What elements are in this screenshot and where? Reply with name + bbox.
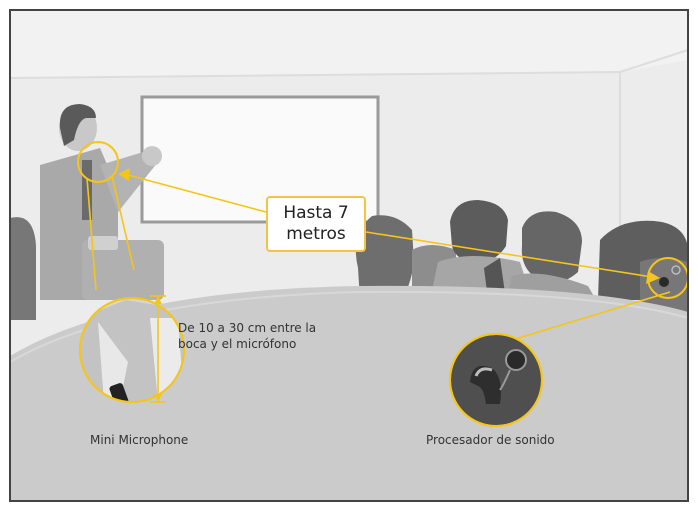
mic-target-circle (77, 141, 119, 183)
sound-processor-caption: Procesador de sonido (426, 433, 555, 447)
distance-line-right (365, 231, 653, 278)
arrowhead-right (646, 271, 660, 284)
distance-line-2: metros (286, 224, 346, 244)
arrowhead-left (118, 168, 130, 181)
mic-zoom-line-left (86, 177, 97, 291)
ceiling-corner-line (619, 49, 689, 73)
ceiling (10, 10, 688, 78)
callout-lines (86, 174, 671, 341)
presenter-figure (40, 104, 164, 300)
left-edge-person (10, 217, 36, 320)
mic-zoom-line-right (111, 175, 135, 271)
outer-frame (9, 9, 689, 502)
mic-distance-text: De 10 a 30 cm entre la boca y el micrófo… (178, 320, 316, 352)
ceiling-line (9, 71, 621, 79)
processor-zoom (449, 333, 543, 427)
distance-line-left (127, 174, 267, 213)
processor-small-icon (659, 277, 669, 287)
mini-microphone-caption: Mini Microphone (90, 433, 189, 447)
distance-label-box: Hasta 7 metros (266, 196, 366, 252)
processor-zoom-line (511, 291, 671, 341)
mic-distance-line-2: boca y el micrófono (178, 337, 297, 351)
mic-distance-line-1: De 10 a 30 cm entre la (178, 321, 317, 335)
distance-line-1: Hasta 7 (283, 203, 349, 223)
